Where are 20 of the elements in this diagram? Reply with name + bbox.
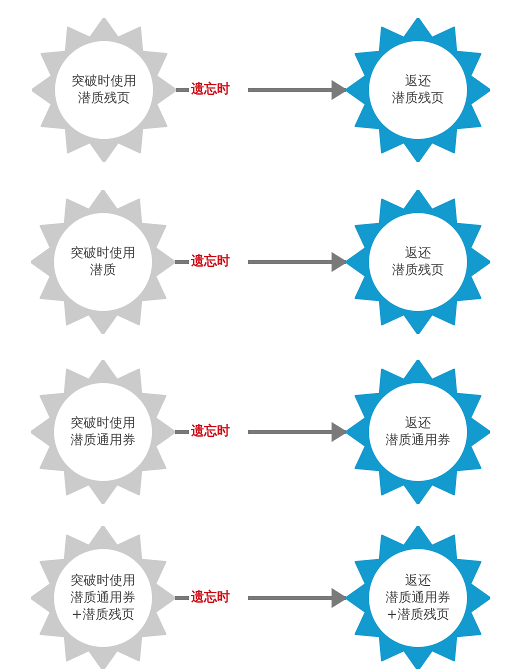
badge-text: 突破时使用潜质残页 <box>72 73 136 107</box>
badge-text: 突破时使用潜质通用券+潜质残页 <box>70 572 136 624</box>
edge-label: 遗忘时 <box>189 424 248 440</box>
badge-text: 返还潜质残页 <box>392 73 444 107</box>
sun-badge <box>346 526 490 669</box>
badge-text: 返还潜质通用券 <box>386 415 450 449</box>
badge-text: 突破时使用潜质通用券 <box>70 415 136 449</box>
edge-label: 遗忘时 <box>189 590 248 606</box>
edge-label: 遗忘时 <box>189 82 248 98</box>
badge-text: 返还潜质通用券+潜质残页 <box>386 572 450 624</box>
sun-badge <box>31 526 175 669</box>
sun-badge <box>346 18 490 162</box>
sun-badge <box>346 190 490 334</box>
sun-badge <box>31 360 175 504</box>
sun-badge <box>32 18 176 162</box>
edge-label: 遗忘时 <box>189 254 248 270</box>
sun-badge <box>31 190 175 334</box>
badge-text: 突破时使用潜质 <box>70 245 136 279</box>
badge-text: 返还潜质残页 <box>392 245 444 279</box>
sun-badge <box>346 360 490 504</box>
